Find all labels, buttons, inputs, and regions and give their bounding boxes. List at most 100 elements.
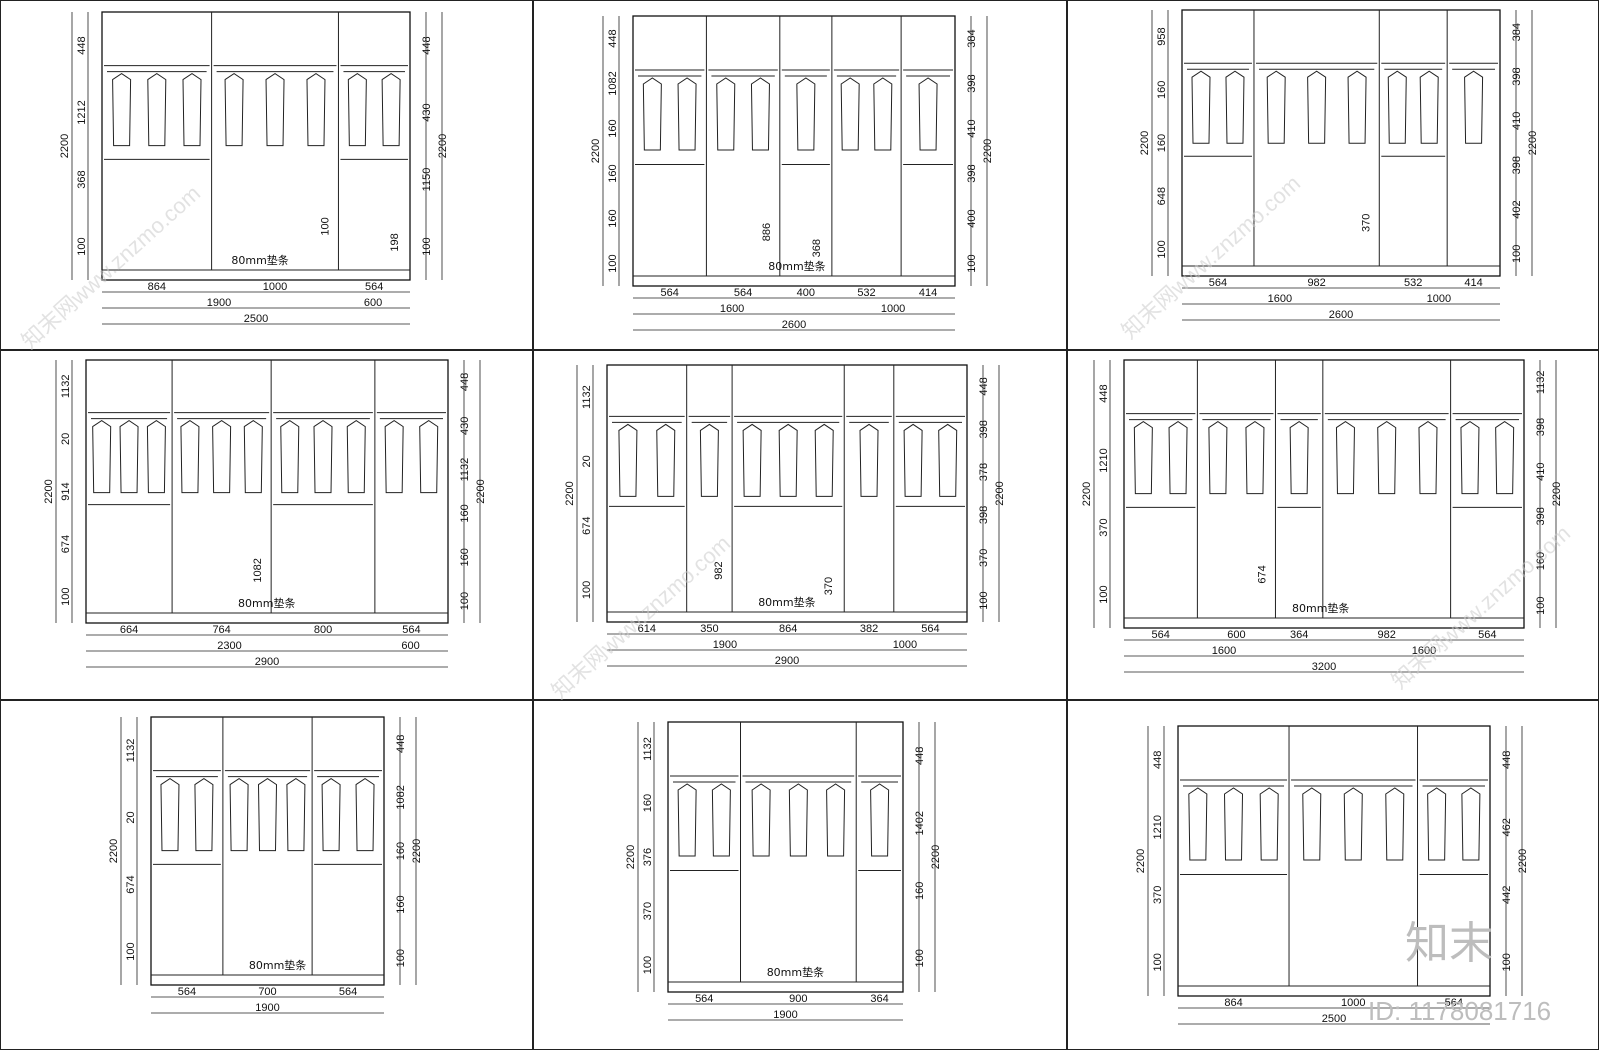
strip-label: 80mm垫条 bbox=[758, 595, 815, 609]
total-width-label: 2500 bbox=[244, 313, 268, 325]
left-dim-label: 1132 bbox=[581, 385, 593, 409]
overall-height-label: 2200 bbox=[1081, 482, 1093, 506]
total-width-label: 1900 bbox=[773, 1009, 797, 1021]
garment-outline bbox=[1208, 420, 1228, 495]
right-dim-label: 430 bbox=[421, 103, 433, 121]
garment-outline bbox=[313, 419, 333, 494]
section-width-label: 414 bbox=[919, 287, 937, 299]
left-dim-label: 20 bbox=[125, 811, 137, 823]
right-dim-label: 384 bbox=[1511, 23, 1523, 41]
total-width-label: 2600 bbox=[782, 319, 806, 331]
right-dim-label: 410 bbox=[1511, 112, 1523, 130]
garment-outline bbox=[212, 419, 232, 494]
garment-outline bbox=[160, 777, 180, 852]
left-dim-label: 648 bbox=[1156, 187, 1168, 205]
group-width-label: 1900 bbox=[713, 639, 737, 651]
garment-outline bbox=[751, 783, 771, 857]
garment-outline bbox=[796, 77, 816, 151]
garment-outline bbox=[1191, 70, 1211, 144]
garment-outline bbox=[1302, 787, 1322, 861]
garment-outline bbox=[716, 77, 736, 151]
right-dim-label: 1402 bbox=[914, 811, 926, 835]
garment-outline bbox=[618, 423, 638, 497]
left-dim-label: 448 bbox=[607, 29, 619, 47]
wardrobe-elevation: 2200113220914674100448430113216016010022… bbox=[43, 359, 487, 668]
right-dim-label: 100 bbox=[421, 237, 433, 255]
garment-outline bbox=[355, 777, 375, 852]
right-dim-label: 448 bbox=[914, 747, 926, 765]
right-dim-label: 1132 bbox=[459, 458, 471, 482]
group-width-label: 600 bbox=[401, 640, 419, 652]
strip-label: 80mm垫条 bbox=[231, 253, 288, 267]
wardrobe-carcass bbox=[667, 721, 904, 993]
garment-outline bbox=[1266, 70, 1286, 144]
garment-outline bbox=[873, 77, 893, 151]
garment-outline bbox=[699, 423, 719, 497]
garment-outline bbox=[840, 77, 860, 151]
right-dim-label: 160 bbox=[395, 842, 407, 860]
left-dim-label: 100 bbox=[642, 956, 654, 974]
garment-outline bbox=[859, 423, 879, 497]
right-dim-label: 100 bbox=[1511, 245, 1523, 263]
right-dim-label: 448 bbox=[978, 377, 990, 395]
section-width-label: 614 bbox=[638, 623, 656, 635]
garment-outline bbox=[1418, 420, 1438, 495]
garment-outline bbox=[112, 72, 132, 147]
right-total-label: 2200 bbox=[1527, 131, 1539, 155]
right-dim-label: 370 bbox=[978, 549, 990, 567]
right-total-label: 2200 bbox=[1517, 849, 1529, 873]
right-dim-label: 100 bbox=[395, 949, 407, 967]
left-dim-label: 674 bbox=[581, 516, 593, 534]
garment-outline bbox=[677, 77, 697, 151]
left-dim-label: 20 bbox=[581, 455, 593, 467]
strip-label: 80mm垫条 bbox=[768, 259, 825, 273]
overall-height-label: 2200 bbox=[590, 139, 602, 163]
garment-outline bbox=[1224, 787, 1244, 861]
section-width-label: 564 bbox=[339, 986, 357, 998]
garment-outline bbox=[711, 783, 731, 857]
garment-outline bbox=[180, 419, 200, 494]
right-total-label: 2200 bbox=[930, 845, 942, 869]
right-total-label: 2200 bbox=[411, 839, 423, 863]
garment-outline bbox=[1427, 787, 1447, 861]
inner-dim-label-2: 368 bbox=[811, 239, 823, 257]
strip-label: 80mm垫条 bbox=[249, 958, 306, 972]
wardrobe-carcass bbox=[1177, 725, 1491, 997]
right-total-label: 2200 bbox=[437, 134, 449, 158]
overall-height-label: 2200 bbox=[1139, 131, 1151, 155]
garment-outline bbox=[1245, 420, 1265, 495]
right-dim-label: 410 bbox=[1535, 462, 1547, 480]
garment-outline bbox=[903, 423, 923, 497]
garment-outline bbox=[1347, 70, 1367, 144]
garment-outline bbox=[870, 783, 890, 857]
garment-outline bbox=[229, 777, 249, 852]
right-dim-label: 430 bbox=[459, 417, 471, 435]
inner-dim-label: 100 bbox=[319, 217, 331, 235]
right-dim-label: 398 bbox=[978, 420, 990, 438]
total-width-label: 2500 bbox=[1322, 1013, 1346, 1025]
wardrobe-carcass bbox=[85, 359, 449, 624]
watermark-id: ID: 1178081716 bbox=[1368, 996, 1551, 1026]
inner-dim-label: 1082 bbox=[252, 558, 264, 582]
right-dim-label: 160 bbox=[914, 882, 926, 900]
section-width-label: 564 bbox=[1445, 997, 1463, 1009]
right-dim-label: 160 bbox=[1535, 552, 1547, 570]
garment-outline bbox=[918, 77, 938, 151]
section-width-label: 700 bbox=[258, 986, 276, 998]
left-dim-label: 674 bbox=[60, 535, 72, 553]
overall-height-label: 2200 bbox=[59, 134, 71, 158]
right-dim-label: 410 bbox=[966, 119, 978, 137]
right-dim-label: 448 bbox=[421, 36, 433, 54]
garment-outline bbox=[147, 72, 167, 147]
inner-dim-label-2: 198 bbox=[389, 233, 401, 251]
left-dim-label: 1132 bbox=[125, 739, 137, 763]
section-width-label: 982 bbox=[1307, 277, 1325, 289]
panel-frame bbox=[1067, 0, 1599, 350]
panel-frame bbox=[533, 350, 1067, 700]
total-width-label: 2600 bbox=[1329, 309, 1353, 321]
right-dim-label: 448 bbox=[459, 373, 471, 391]
strip-label: 80mm垫条 bbox=[1292, 601, 1349, 615]
right-total-label: 2200 bbox=[994, 481, 1006, 505]
right-dim-label: 402 bbox=[1511, 200, 1523, 218]
